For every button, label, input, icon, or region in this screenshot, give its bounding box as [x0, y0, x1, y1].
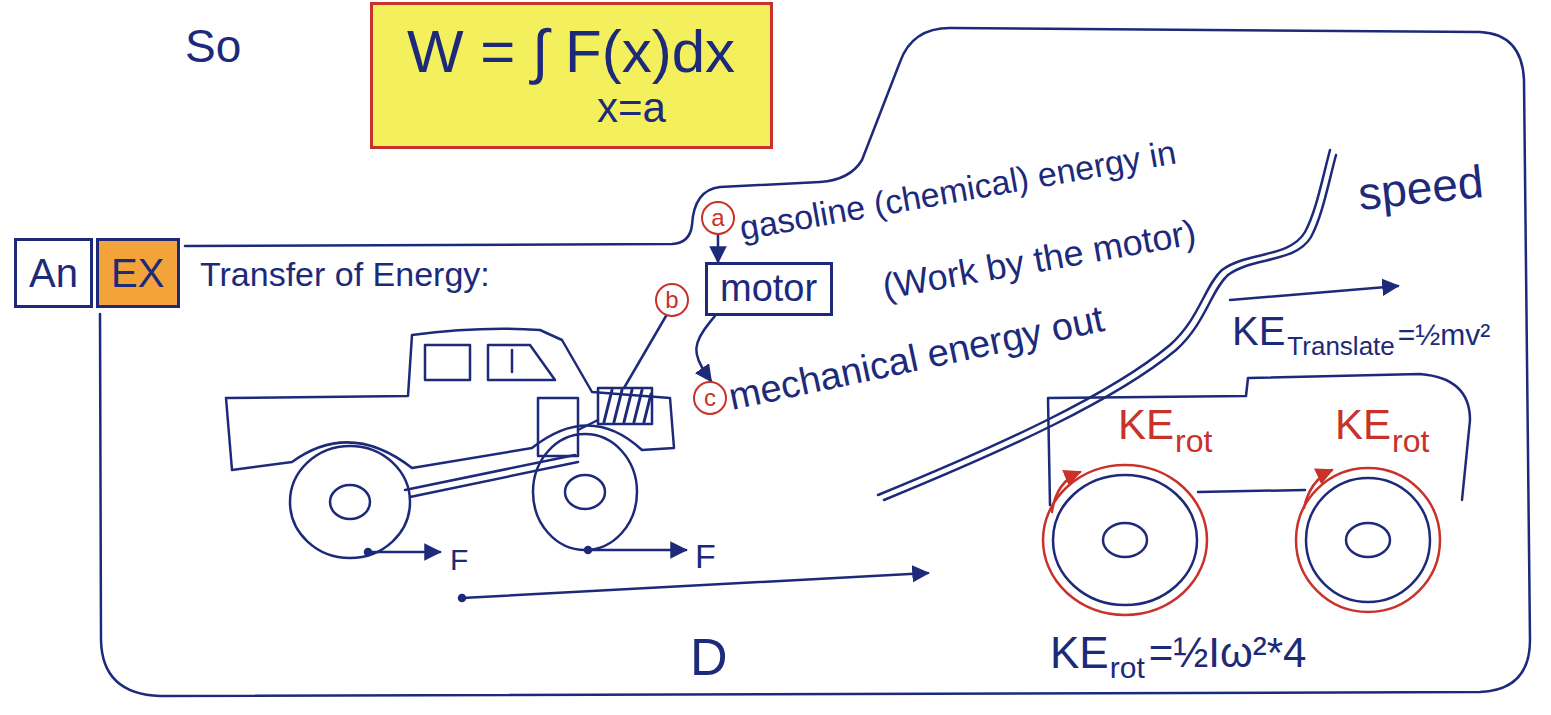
annotation: (Work by the motor) — [880, 215, 1199, 306]
rotation-arrow — [1052, 472, 1080, 512]
wheel — [1053, 475, 1197, 605]
linkage — [578, 420, 598, 430]
wheel — [1306, 478, 1430, 602]
label-box: An — [14, 238, 93, 308]
wheel-hub — [1103, 523, 1147, 557]
node-text: c — [704, 385, 716, 411]
speed-arrow — [1230, 286, 1398, 300]
step-circle: b — [655, 283, 689, 317]
annotation: mechanical energy out — [725, 299, 1107, 416]
drive-shaft — [405, 455, 578, 497]
rotation-ring — [1296, 468, 1440, 612]
formula-symbol: KE — [1232, 311, 1285, 351]
annotation: speed — [1356, 158, 1485, 217]
label-box: EX — [96, 238, 180, 308]
formula-subscript: Translate — [1287, 333, 1394, 359]
leader-line — [624, 316, 666, 388]
formula-box: W = ∫ F(x)dxx=a — [370, 2, 773, 149]
force-label: F — [450, 545, 468, 575]
node-text: EX — [111, 251, 164, 295]
formula-symbol: KE — [1050, 631, 1109, 675]
step-circle: a — [701, 201, 735, 235]
process-box: motor — [705, 262, 833, 316]
force-origin — [585, 547, 591, 553]
formula-term: =½Iω²*4 — [1149, 632, 1307, 674]
formula-symbol: KE — [1118, 404, 1174, 446]
truck-grille — [598, 388, 652, 424]
wheel-hub — [330, 485, 370, 519]
wheel-hub — [565, 475, 605, 509]
node-text: Transfer of Energy: — [200, 256, 490, 293]
formula-term: =½mv² — [1398, 320, 1491, 350]
truck-chassis — [1198, 490, 1305, 492]
flow-arrow — [717, 235, 720, 262]
rotation-marks — [1043, 465, 1440, 615]
distance-label: D — [690, 631, 728, 683]
truck-body — [1048, 374, 1470, 505]
formula-subscript: rot — [1110, 653, 1145, 683]
truck-body — [226, 329, 674, 470]
formula-subscript: rot — [1175, 425, 1212, 457]
rotation-arrow — [1304, 470, 1332, 508]
wheel — [533, 434, 637, 550]
wheel — [290, 446, 410, 558]
force-arrow — [368, 551, 440, 554]
node-text: a — [711, 205, 724, 231]
distance-origin — [459, 595, 465, 601]
wheel-hub — [1346, 523, 1390, 557]
flow-arrow — [696, 316, 715, 381]
region-outline — [100, 28, 1530, 696]
grille-hatch — [604, 390, 651, 422]
node-text: An — [29, 251, 78, 295]
formula-subscript: rot — [1392, 425, 1429, 457]
gearbox — [538, 398, 578, 456]
node-text: W = ∫ F(x)dx — [407, 19, 735, 85]
node-text: motor — [720, 268, 817, 310]
node-text: x=a — [597, 85, 666, 131]
truck-window — [488, 345, 555, 380]
formula-symbol: KE — [1335, 404, 1391, 446]
node-text: b — [665, 287, 678, 313]
rotation-ring — [1043, 465, 1207, 615]
distance-arrow — [462, 573, 928, 598]
force-arrow — [588, 549, 686, 552]
truck-window — [425, 345, 470, 380]
note: So — [185, 23, 241, 69]
force-origin — [365, 549, 371, 555]
step-circle: c — [693, 381, 727, 415]
force-label: F — [695, 539, 716, 573]
